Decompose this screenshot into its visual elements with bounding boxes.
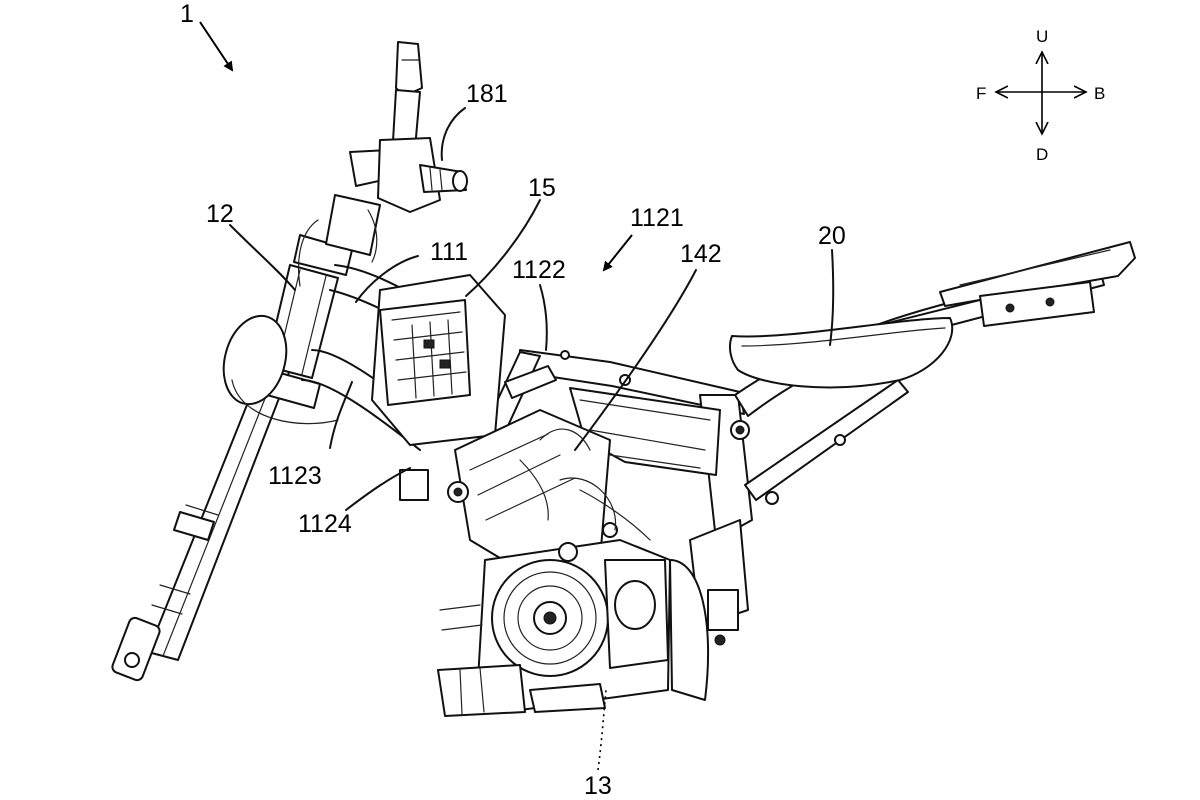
ref-label-15: 15 (528, 174, 556, 202)
direction-back-label: B (1094, 84, 1105, 103)
ref-label-1122: 1122 (512, 256, 566, 284)
direction-down-label: D (1036, 145, 1048, 164)
direction-indicator: U D F B (976, 27, 1105, 164)
ref-label-12: 12 (206, 200, 234, 228)
ref-label-181: 181 (466, 80, 508, 108)
ref-label-1121: 1121 (630, 204, 684, 232)
electrical-box (372, 275, 505, 445)
ref-label-142: 142 (680, 240, 722, 268)
ref-label-111: 111 (430, 238, 468, 266)
ref-label-20: 20 (818, 222, 846, 250)
ref-label-1: 1 (180, 0, 194, 28)
motorcycle-frame-drawing (111, 42, 1135, 716)
direction-front-label: F (976, 84, 986, 103)
ref-label-13: 13 (584, 772, 612, 800)
steering-head (214, 235, 352, 424)
ref-label-1123: 1123 (268, 462, 322, 490)
ref-label-1124: 1124 (298, 510, 352, 538)
direction-up-label: U (1036, 27, 1048, 46)
